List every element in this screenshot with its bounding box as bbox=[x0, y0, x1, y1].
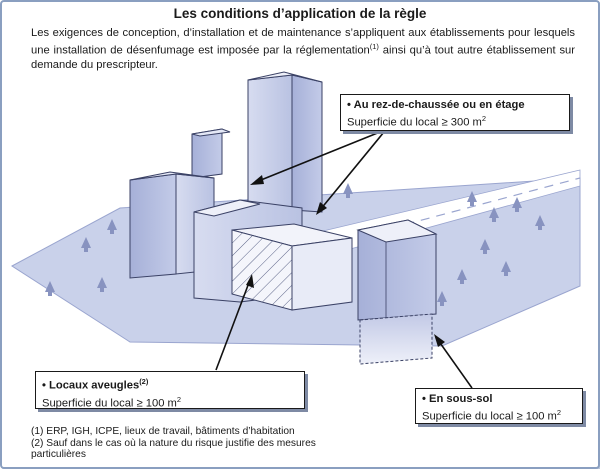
intro-text: Les exigences de conception, d’installat… bbox=[31, 27, 575, 57]
callout-ground-floor: • Au rez-de-chaussée ou en étage Superfi… bbox=[340, 94, 570, 131]
callout-ground-floor-area: Superficie du local ≥ 300 m bbox=[347, 116, 482, 129]
callout-blind-rooms: • Locaux aveugles(2) Superficie du local… bbox=[35, 371, 305, 409]
figure-title: Les conditions d’application de la règle bbox=[173, 6, 427, 21]
footnotes: (1) ERP, IGH, ICPE, lieux de travail, bâ… bbox=[31, 426, 331, 461]
callout-blind-rooms-note-ref: (2) bbox=[139, 377, 149, 386]
callout-ground-floor-exp: 2 bbox=[481, 114, 487, 123]
tower-building bbox=[247, 71, 323, 215]
intro-note-ref: (1) bbox=[369, 42, 379, 51]
intro-paragraph: Les exigences de conception, d’installat… bbox=[31, 26, 575, 72]
callout-blind-rooms-exp: 2 bbox=[176, 394, 182, 404]
blind-room bbox=[231, 223, 353, 311]
callout-blind-rooms-title: • Locaux aveugles(2) bbox=[42, 375, 298, 393]
callout-blind-rooms-label: • Locaux aveugles bbox=[42, 379, 140, 392]
callout-basement-title: • En sous-sol bbox=[422, 393, 493, 405]
callout-blind-rooms-area: Superficie du local ≥ 100 m bbox=[42, 397, 177, 410]
basement-volume bbox=[359, 313, 433, 365]
callout-basement: • En sous-sol Superficie du local ≥ 100 … bbox=[415, 388, 583, 424]
footnote-1: (1) ERP, IGH, ICPE, lieux de travail, bâ… bbox=[31, 426, 295, 437]
callout-basement-exp: 2 bbox=[556, 408, 562, 417]
footnote-2: (2) Sauf dans le cas où la nature du ris… bbox=[31, 437, 316, 461]
callout-ground-floor-detail: Superficie du local ≥ 300 m2 bbox=[347, 112, 563, 130]
intro-text-end: ainsi qu’à tout autre établissement sur … bbox=[31, 44, 575, 71]
right-building bbox=[356, 219, 438, 321]
callout-basement-detail: Superficie du local ≥ 100 m2 bbox=[422, 406, 576, 424]
callout-ground-floor-title: • Au rez-de-chaussée ou en étage bbox=[347, 99, 525, 111]
callout-basement-area: Superficie du local ≥ 100 m bbox=[422, 410, 557, 423]
callout-blind-rooms-detail: Superficie du local ≥ 100 m2 bbox=[42, 393, 298, 411]
